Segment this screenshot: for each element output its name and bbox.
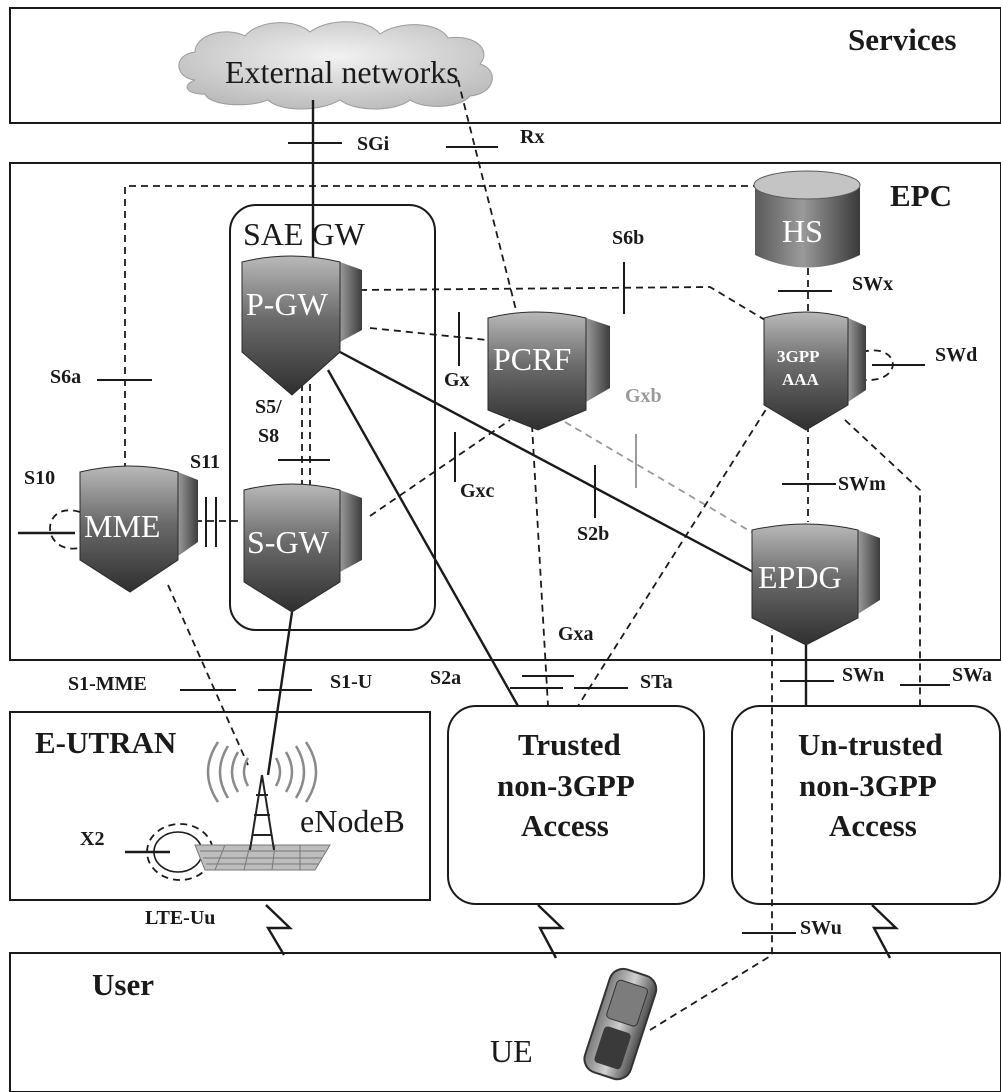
sgw-label: S-GW (247, 524, 330, 560)
s1-mme-interface-label: S1-MME (68, 673, 147, 695)
hss-label: HS (782, 213, 823, 249)
sae-gw-box (229, 204, 436, 631)
sta-link (577, 399, 773, 707)
radio-links (265, 904, 899, 959)
lte-uu-interface-label: LTE-Uu (145, 907, 215, 929)
trusted-label-line3: Access (521, 808, 609, 843)
epdg-label: EPDG (758, 559, 842, 595)
sta-interface-label: STa (640, 671, 673, 693)
s6a-link (124, 185, 760, 470)
interface-ticks (97, 142, 950, 934)
s10-interface-label: S10 (24, 467, 55, 489)
s10-loop (49, 509, 81, 550)
trusted-access-box (447, 705, 705, 905)
swa-link (844, 419, 921, 706)
swx-interface-label: SWx (852, 273, 893, 295)
pcrf-node (487, 311, 610, 431)
untrusted-label-line3: Access (829, 808, 917, 843)
mme-node (79, 465, 198, 593)
pgw-label: P-GW (246, 286, 329, 322)
swu-interface-label: SWu (800, 917, 842, 939)
swn-interface-label: SWn (842, 664, 884, 686)
aaa-label-line1: 3GPP (777, 347, 820, 366)
external-networks-label: External networks (225, 54, 459, 90)
trusted-label-line2: non-3GPP (497, 768, 635, 803)
trusted-radio (537, 904, 565, 959)
s5-interface-label-line1: S5/ (255, 396, 282, 418)
eutran-label: E-UTRAN (35, 725, 176, 760)
rx-interface-label: Rx (520, 126, 544, 148)
enodeb-antenna-icon (194, 741, 331, 871)
s6b-interface-label: S6b (612, 227, 644, 249)
s2b-interface-label: S2b (577, 523, 609, 545)
epdg-node (751, 523, 880, 646)
gx-interface-label: Gx (444, 369, 470, 391)
eutran-domain (9, 711, 431, 901)
pcrf-label: PCRF (493, 341, 571, 377)
gxa-interface-label: Gxa (558, 623, 594, 645)
gxb-link (564, 421, 771, 544)
gxc-interface-label: Gxc (460, 480, 495, 502)
untrusted-radio (871, 904, 899, 959)
connections (18, 79, 921, 1031)
swa-interface-label: SWa (952, 664, 992, 686)
aaa-label-line2: AAA (782, 370, 820, 389)
s1-mme-link (167, 584, 249, 766)
user-label: User (92, 967, 154, 1002)
gxc-link (369, 419, 511, 517)
gxa-link (531, 424, 549, 707)
ue-phone-icon (583, 967, 658, 1081)
s6b-link (359, 286, 766, 321)
epc-label: EPC (890, 178, 952, 213)
lte-uu-radio (265, 904, 293, 956)
untrusted-access-box (731, 705, 1001, 905)
sae-gw-label: SAE GW (243, 216, 366, 252)
gxb-interface-label: Gxb (625, 385, 662, 407)
x2-interface-label: X2 (80, 828, 104, 850)
s11-interface-label: S11 (190, 451, 220, 473)
swm-interface-label: SWm (838, 473, 886, 495)
rx-link (457, 79, 519, 319)
ue-label: UE (490, 1033, 533, 1069)
services-label: Services (848, 22, 956, 57)
gx-link (369, 327, 488, 341)
user-domain (9, 952, 1001, 1092)
untrusted-label-line1: Un-trusted (798, 727, 943, 762)
s1-u-interface-label: S1-U (330, 671, 372, 693)
mme-label: MME (84, 508, 160, 544)
s2a-interface-label: S2a (430, 667, 461, 689)
swd-interface-label: SWd (935, 344, 977, 366)
trusted-label-line1: Trusted (518, 727, 621, 762)
pgw-node (241, 255, 362, 396)
untrusted-label-line2: non-3GPP (799, 768, 937, 803)
services-domain (9, 7, 1001, 124)
hss-node (753, 170, 861, 268)
s6a-interface-label: S6a (50, 366, 81, 388)
s1-u-link (266, 611, 294, 776)
sgw-node (243, 483, 362, 613)
s5-interface-label-line2: S8 (258, 425, 279, 447)
aaa-node (763, 311, 866, 431)
enodeb-label: eNodeB (300, 803, 405, 839)
swd-loop (861, 349, 894, 381)
sgi-interface-label: SGi (357, 133, 390, 155)
epc-domain (9, 162, 1001, 661)
external-networks-cloud (178, 21, 493, 110)
s2a-link (326, 369, 520, 707)
